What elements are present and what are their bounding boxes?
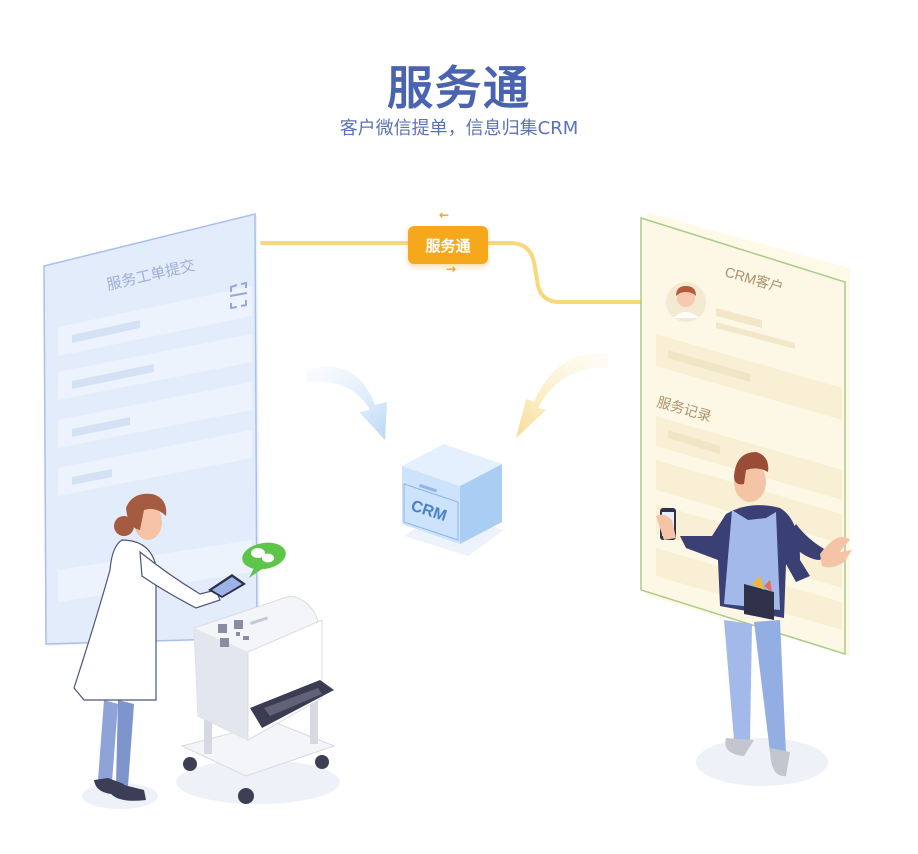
- left-panel: [43, 213, 260, 646]
- arrow-to-crm-right: [516, 352, 608, 438]
- qr-code-icon: [218, 620, 249, 647]
- page-subtitle: 客户微信提单，信息归集CRM: [339, 118, 579, 139]
- connector-line: [260, 241, 645, 304]
- service-badge: 服务通: [408, 226, 488, 264]
- woman-illustration: [73, 493, 246, 809]
- page-title: 服务通: [387, 61, 531, 115]
- scan-icon: [229, 281, 248, 310]
- wechat-icon: [242, 542, 286, 578]
- arrow-left-icon: ←: [439, 208, 450, 222]
- arrow-to-crm-left: [306, 366, 387, 440]
- worker-illustration: [656, 452, 852, 786]
- arrow-right-icon: →: [446, 262, 457, 276]
- crm-box: [402, 444, 504, 556]
- kiosk-illustration: [176, 595, 340, 804]
